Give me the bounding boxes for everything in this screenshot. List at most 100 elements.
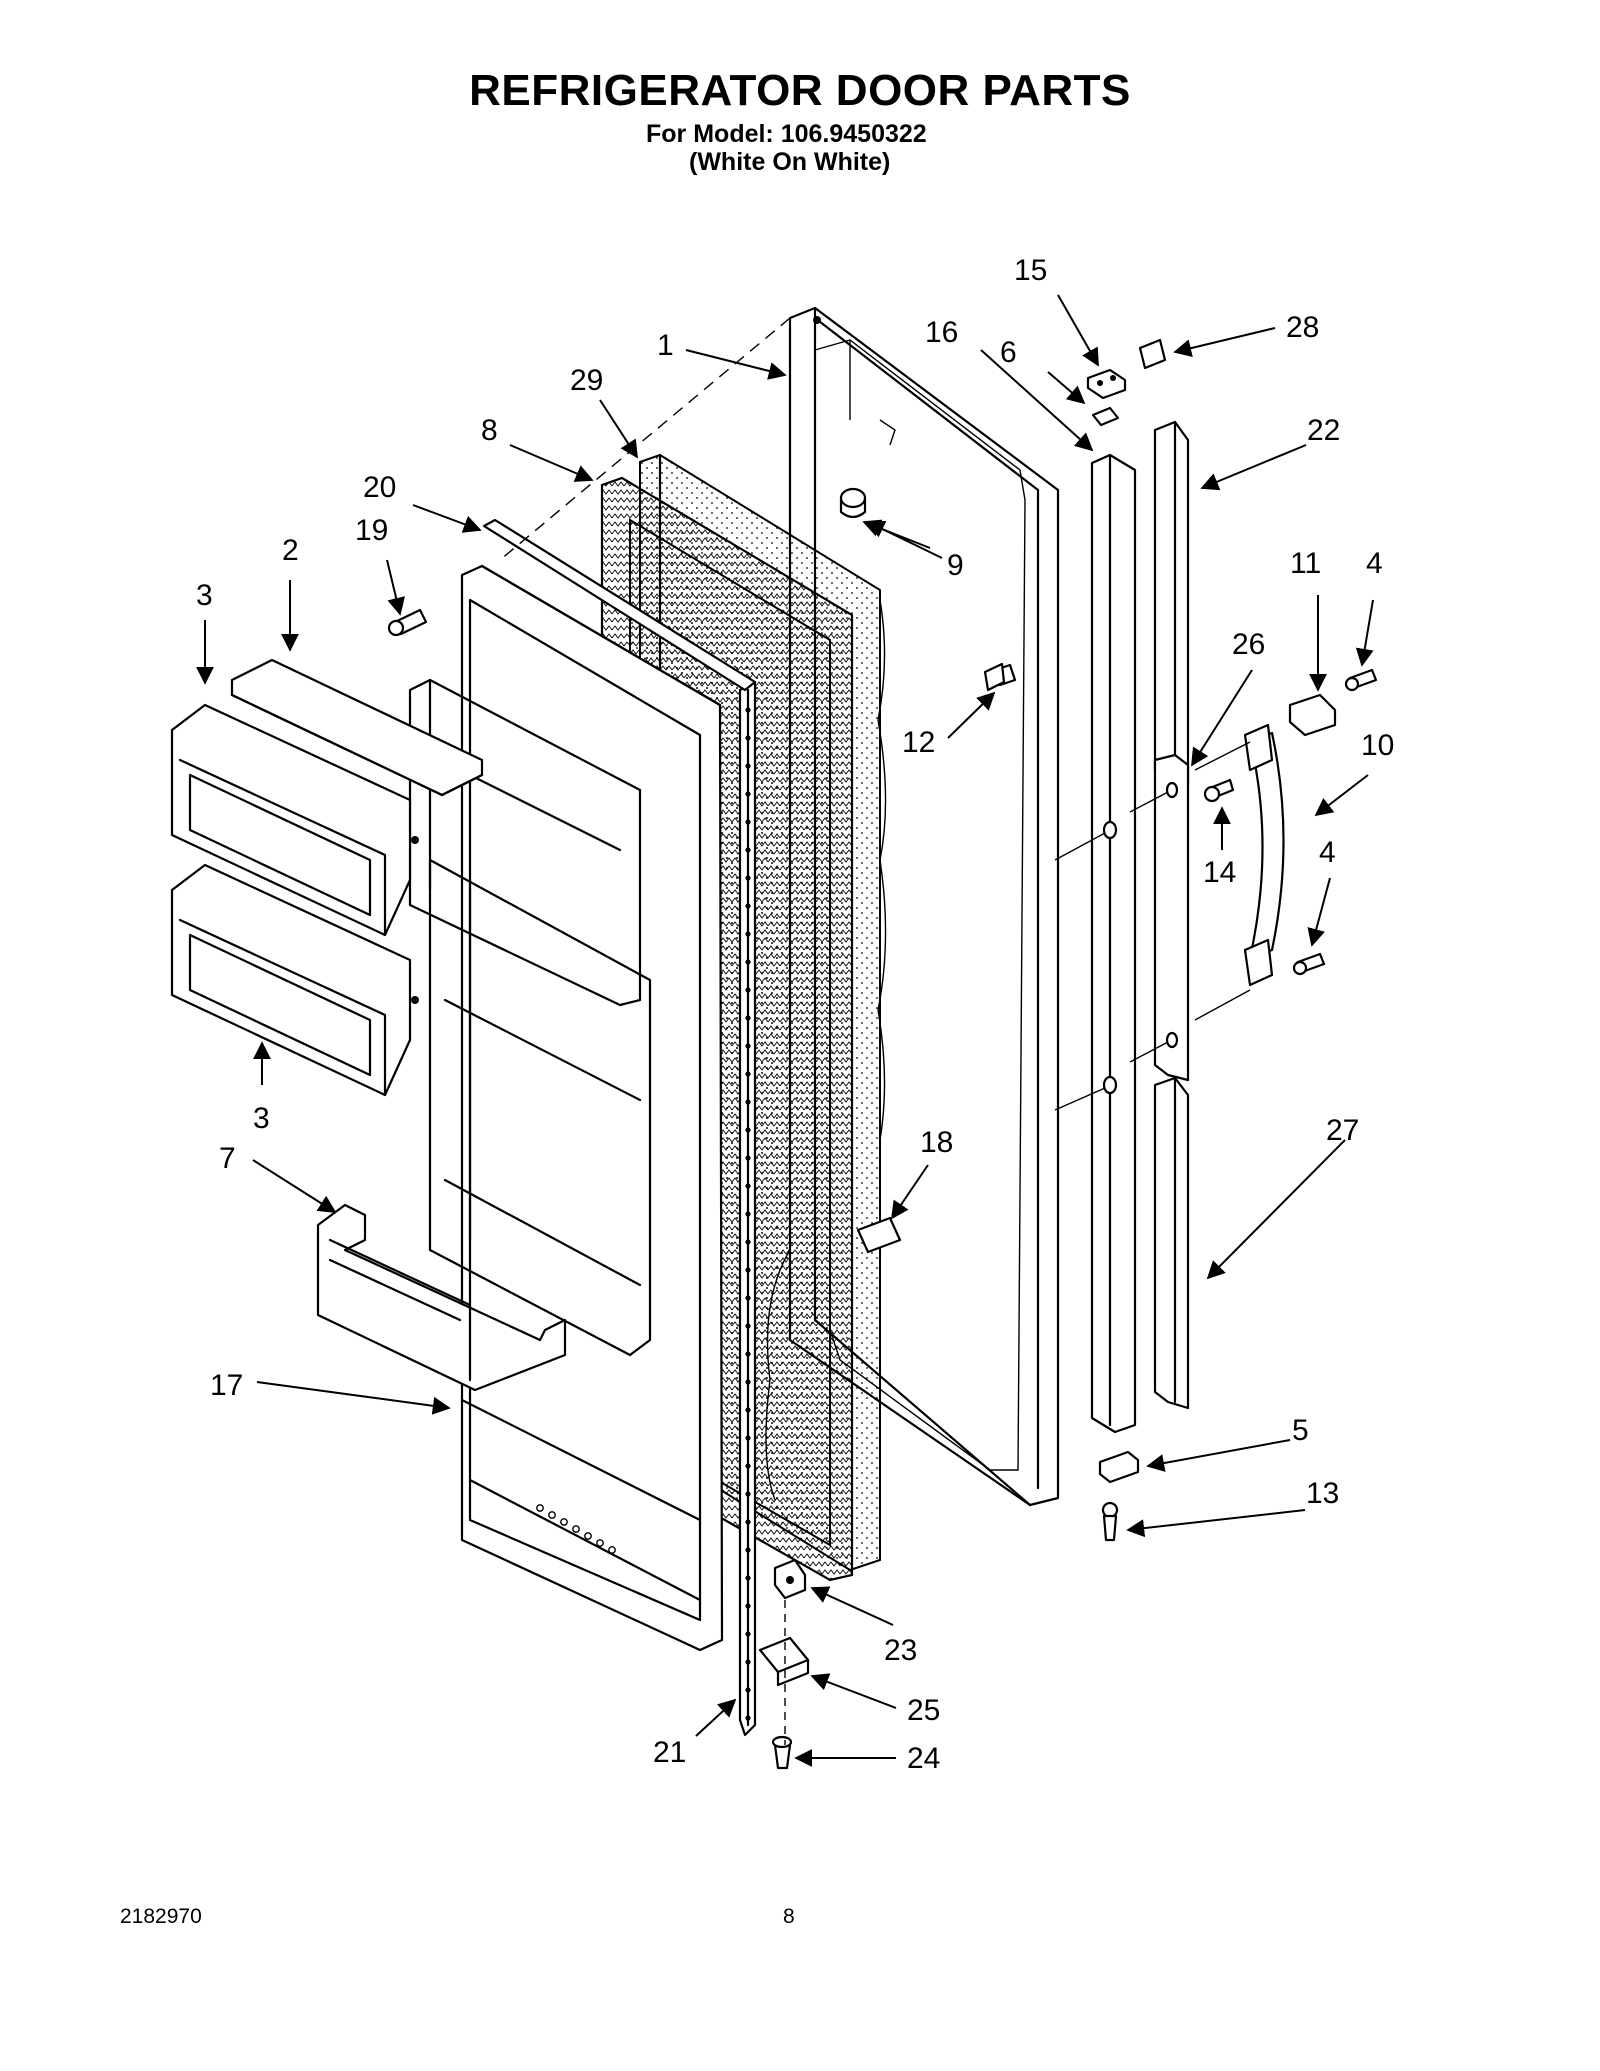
trim-hole (745, 987, 751, 993)
callout-16: 16 (925, 316, 958, 349)
trim-hole (745, 1463, 751, 1469)
callout-14: 14 (1203, 856, 1236, 889)
screw-19 (387, 608, 428, 637)
screw-4-lower (1292, 952, 1326, 976)
screw-4-upper (1344, 668, 1378, 692)
trim-hole (745, 903, 751, 909)
trim-hole (745, 1491, 751, 1497)
callout-4-upper: 4 (1366, 547, 1383, 580)
callout-5: 5 (1292, 1414, 1309, 1447)
model-number: For Model: 106.9450322 (646, 120, 927, 148)
callout-6: 6 (1000, 336, 1017, 369)
clip-12 (983, 662, 1006, 692)
callout-3-lower: 3 (253, 1102, 270, 1135)
hinge-plate-25 (758, 1636, 810, 1687)
handle-trim-26 (1153, 753, 1190, 1082)
trim-hole (745, 959, 751, 965)
callout-24: 24 (907, 1742, 940, 1775)
trim-hole (745, 1351, 751, 1357)
trim-hole (745, 1715, 751, 1721)
trim-hole (745, 1575, 751, 1581)
trim-hole (745, 931, 751, 937)
trim-hole (745, 1659, 751, 1665)
callout-27: 27 (1326, 1114, 1359, 1147)
callout-3-upper: 3 (196, 579, 213, 612)
callout-9: 9 (947, 549, 964, 582)
callout-28: 28 (1286, 311, 1319, 344)
trim-hole (745, 791, 751, 797)
callout-20: 20 (363, 471, 396, 504)
trim-hole (745, 1519, 751, 1525)
trim-hole (745, 1435, 751, 1441)
trim-hole (745, 1099, 751, 1105)
page-title: REFRIGERATOR DOOR PARTS (469, 66, 1131, 115)
trim-hole (745, 1323, 751, 1329)
control-dial (536, 1504, 544, 1512)
callout-18: 18 (920, 1126, 953, 1159)
hinge-side-trim (738, 680, 757, 1737)
bracket-18 (856, 1216, 902, 1254)
trim-hole (745, 1239, 751, 1245)
callout-7: 7 (219, 1142, 236, 1175)
trim-hole (745, 1015, 751, 1021)
control-dial (548, 1511, 556, 1519)
trim-hole (745, 735, 751, 741)
top-hinge-15 (1086, 368, 1127, 400)
door-handle (1243, 723, 1285, 987)
inner-door-liner (408, 564, 724, 1652)
callout-22: 22 (1307, 414, 1340, 447)
callout-11: 11 (1290, 547, 1321, 580)
trim-hole (745, 707, 751, 713)
trim-hole (745, 1183, 751, 1189)
hinge-bracket-23 (773, 1558, 807, 1600)
door-rail-bin (316, 1203, 567, 1392)
document-number: 2182970 (120, 1905, 202, 1928)
trim-hole (745, 1267, 751, 1273)
upper-door-bin (170, 703, 419, 937)
trim-hole (745, 1547, 751, 1553)
trim-hole (745, 763, 751, 769)
trim-hole (745, 1379, 751, 1385)
trim-hole (745, 1631, 751, 1637)
hinge-screw-13 (1101, 1501, 1119, 1542)
upper-trim-22 (1153, 420, 1190, 787)
bin-lid (230, 658, 484, 797)
top-trim-strip (482, 518, 757, 692)
bottom-hinge-5 (1098, 1450, 1140, 1484)
callout-21: 21 (653, 1736, 686, 1769)
callout-23: 23 (884, 1634, 917, 1667)
trim-hole (745, 1155, 751, 1161)
control-dial (596, 1539, 604, 1547)
lower-door-bin (170, 863, 419, 1097)
callout-29: 29 (570, 364, 603, 397)
screw-14 (1203, 778, 1235, 803)
control-dial (572, 1525, 580, 1533)
lower-trim-27 (1153, 1076, 1190, 1410)
trim-hole (745, 847, 751, 853)
trim-hole (745, 1071, 751, 1077)
callout-15: 15 (1014, 254, 1047, 287)
color-variant: (White On White) (689, 148, 891, 176)
callout-19: 19 (355, 514, 388, 547)
handle-side-channel (1090, 453, 1137, 1434)
trim-hole (745, 1407, 751, 1413)
callout-1: 1 (657, 329, 674, 362)
control-dial (560, 1518, 568, 1526)
hinge-screw-24 (771, 1735, 793, 1770)
callout-8: 8 (481, 414, 498, 447)
callout-4-lower: 4 (1319, 836, 1336, 869)
callout-13: 13 (1306, 1477, 1339, 1510)
control-dial (584, 1532, 592, 1540)
callout-26: 26 (1232, 628, 1265, 661)
callout-12: 12 (902, 726, 935, 759)
hinge-cover-28 (1138, 338, 1167, 370)
trim-hole (745, 1603, 751, 1609)
hinge-bushing-6 (1091, 406, 1120, 427)
trim-hole (745, 875, 751, 881)
callout-10: 10 (1361, 729, 1394, 762)
callout-labels: 1 2 3 3 4 4 5 6 7 8 9 10 11 12 13 14 15 … (196, 254, 1394, 1775)
trim-hole (745, 1295, 751, 1301)
trim-hole (745, 1211, 751, 1217)
